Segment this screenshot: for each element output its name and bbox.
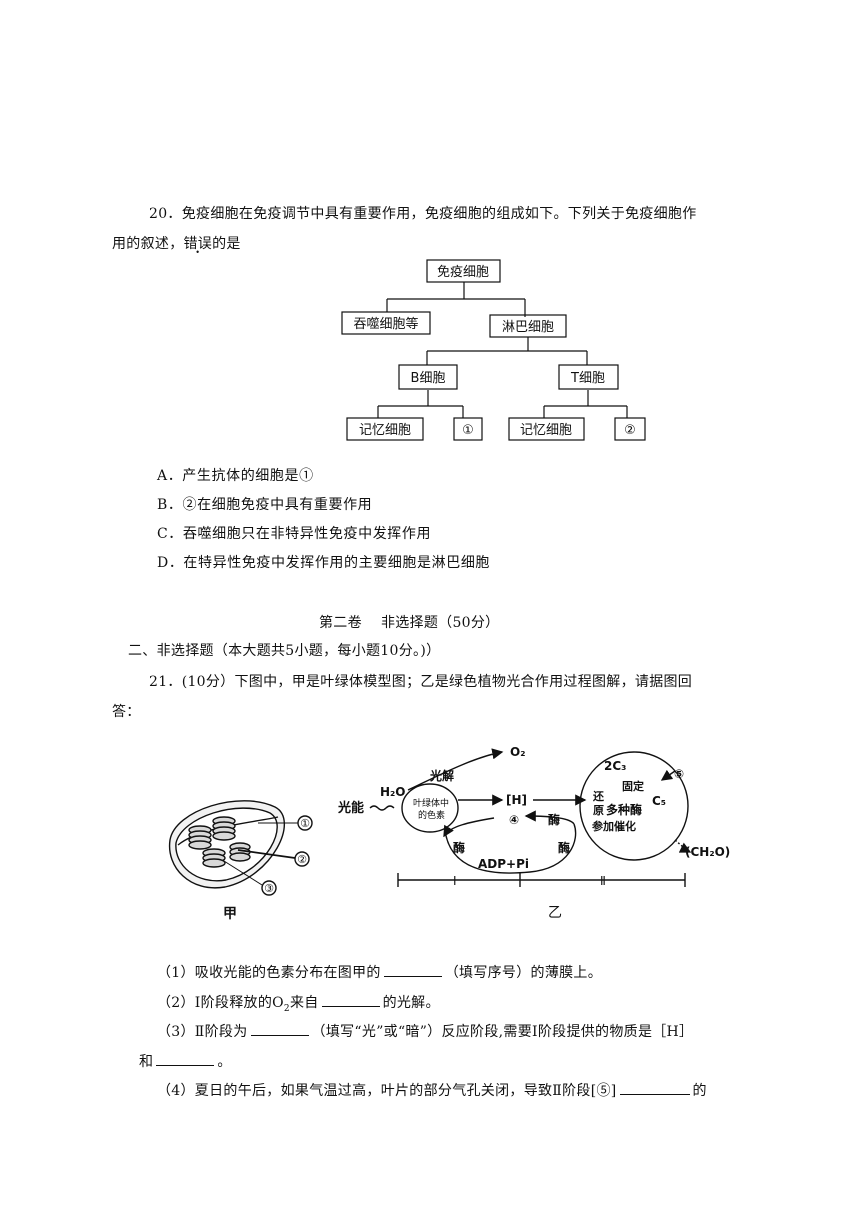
q21-sub3: （3）Ⅱ阶段为（填写“光”或“暗”）反应阶段,需要Ⅰ阶段提供的物质是［H］: [157, 1021, 693, 1041]
yi-stage-1: Ⅰ: [453, 874, 457, 888]
yi-enzyme-top: 酶: [548, 812, 560, 827]
photosynthesis-diagram: H₂O 光解 O₂ [H] 光能 叶绿体中 的色素 酶 ④ 酶 酶 ADP+Pi…: [337, 745, 730, 920]
section-heading: 二、非选择题（本大题共5小题，每小题10分。)）: [128, 643, 441, 659]
q21-sub2: （2）Ⅰ阶段释放的O2来自的光解。: [157, 992, 440, 1014]
yi-2c3: 2C₃: [604, 759, 626, 773]
yi-h: [H]: [506, 793, 527, 807]
answer-blank-3[interactable]: [250, 1021, 309, 1036]
q20-stem-line1: 20．免疫细胞在免疫调节中具有重要作用，免疫细胞的组成如下。下列关于免疫细胞作: [149, 206, 697, 222]
q21-stem-line1: 21．(10分）下图中，甲是叶绿体模型图；乙是绿色植物光合作用过程图解，请据图回: [149, 674, 693, 690]
q21-sub4: （4）夏日的午后，如果气温过高，叶片的部分气孔关闭，导致Ⅱ阶段[⑤]的: [157, 1080, 707, 1100]
yi-enzyme-right: 酶: [558, 840, 570, 855]
yi-reduction-1: 还: [592, 789, 605, 803]
answer-blank-1[interactable]: [383, 962, 442, 977]
section-title: 第二卷 非选择题（50分）: [319, 615, 500, 631]
immune-cell-tree-diagram: 免疫细胞 吞噬细胞等 淋巴细胞 B细胞 T细胞 记忆细胞 ① 记忆细胞 ②: [341, 259, 646, 441]
yi-marker-4: ④: [509, 813, 519, 827]
yi-catalysis: 参加催化: [592, 819, 636, 833]
chloroplast-model-figure: ① ② ③ 甲: [168, 800, 313, 922]
option-d: D．在特异性免疫中发挥作用的主要细胞是淋巴细胞: [157, 555, 491, 571]
box-immune-cell: [426, 259, 501, 283]
box-t-marker-2: [614, 417, 646, 441]
answer-blank-4[interactable]: [156, 1051, 215, 1066]
tree-b-memory-label: 记忆细胞: [359, 422, 411, 438]
box-b-cell: [398, 364, 458, 390]
yi-multi-enzyme: 多种酶: [606, 802, 642, 817]
tree-root-label: 免疫细胞: [437, 264, 489, 280]
yi-pigment-line1: 叶绿体中: [413, 797, 449, 809]
q21-stem-line2: 答：: [112, 704, 141, 720]
q20-stem-line2: 用的叙述，错误的是: [112, 233, 241, 253]
yi-ch2o: (CH₂O): [685, 845, 730, 859]
tree-b-cell-label: B细胞: [411, 371, 446, 386]
box-lymphocyte: [489, 314, 567, 338]
tree-t-cell-label: T细胞: [570, 371, 605, 386]
yi-c5: C₅: [652, 794, 666, 808]
jia-marker-3: ③: [264, 882, 274, 895]
yi-stage-2: Ⅱ: [600, 874, 606, 888]
box-t-memory-cell: [508, 417, 585, 441]
box-b-marker-1: [453, 417, 483, 441]
jia-marker-1: ①: [300, 817, 310, 830]
option-b: B．②在细胞免疫中具有重要作用: [157, 497, 373, 513]
yi-adp-pi: ADP+Pi: [478, 857, 529, 871]
jia-figure-label: 甲: [223, 906, 237, 922]
answer-blank-5[interactable]: [619, 1080, 690, 1095]
jia-marker-2: ②: [297, 853, 307, 866]
yi-figure-label: 乙: [548, 905, 562, 920]
tree-marker-1: ①: [462, 423, 474, 438]
option-c: C．吞噬细胞只在非特异性免疫中发挥作用: [157, 526, 432, 542]
yi-marker-5: ⑤: [674, 767, 684, 781]
emphasis-text: 错误: [184, 236, 213, 252]
tree-t-memory-label: 记忆细胞: [520, 422, 572, 438]
yi-light-energy: 光能: [337, 800, 364, 816]
yi-photolysis: 光解: [429, 768, 454, 783]
box-t-cell: [558, 364, 619, 390]
answer-blank-2[interactable]: [321, 992, 380, 1007]
option-a: A．产生抗体的细胞是①: [157, 468, 314, 484]
yi-o2: O₂: [510, 745, 525, 759]
q21-sub1: （1）吸收光能的色素分布在图甲的（填写序号）的薄膜上。: [157, 962, 602, 982]
box-b-memory-cell: [346, 417, 424, 441]
yi-fixation: 固定: [622, 779, 644, 793]
yi-h2o: H₂O: [380, 785, 406, 799]
box-phagocyte: [341, 311, 431, 335]
yi-pigment-line2: 的色素: [418, 809, 445, 821]
tree-marker-2: ②: [624, 423, 636, 438]
tree-lymphocyte-label: 淋巴细胞: [502, 320, 554, 335]
tree-phagocyte-label: 吞噬细胞等: [353, 316, 418, 332]
yi-enzyme-left: 酶: [453, 840, 465, 855]
q21-sub3-line2: 和。: [139, 1051, 232, 1071]
yi-reduction-2: 原: [593, 804, 604, 817]
